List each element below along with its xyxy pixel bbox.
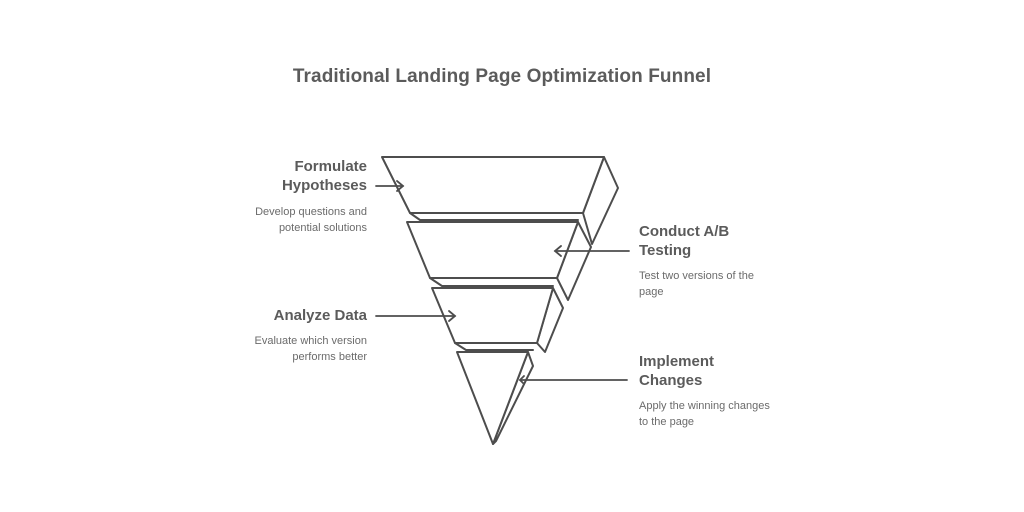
stage-description-line: Evaluate which version xyxy=(254,335,367,347)
stage-description-conduct-ab-testing: Test two versions of the page xyxy=(639,268,819,300)
funnel-tier-4 xyxy=(456,351,534,445)
stage-description-line: performs better xyxy=(292,351,367,363)
stage-label-line: Testing xyxy=(639,242,692,259)
stage-description-line: to the page xyxy=(639,416,695,428)
stage-label-line: Hypotheses xyxy=(281,177,367,194)
stage-description-line: Develop questions and xyxy=(255,206,367,218)
stage-description-analyze-data: Evaluate which version performs better xyxy=(200,333,367,365)
arrow-left-icon xyxy=(518,375,628,385)
stage-label-conduct-ab-testing: Conduct A/B Testing xyxy=(639,222,819,260)
stage-description-line: Apply the winning changes xyxy=(639,400,770,412)
funnel-tier-3 xyxy=(431,287,564,353)
arrow-right-icon xyxy=(375,180,405,192)
arrow-right-icon xyxy=(375,310,457,322)
arrow-left-icon xyxy=(553,245,630,257)
stage-description-line: potential solutions xyxy=(278,222,367,234)
diagram-title: Traditional Landing Page Optimization Fu… xyxy=(292,66,712,87)
stage-label-line: Implement xyxy=(639,353,715,370)
stage-description-formulate-hypotheses: Develop questions and potential solution… xyxy=(200,204,367,236)
funnel-tier-2 xyxy=(406,221,592,301)
stage-label-formulate-hypotheses: Formulate Hypotheses xyxy=(200,157,367,195)
stage-label-line: Analyze Data xyxy=(273,307,367,324)
stage-label-line: Formulate xyxy=(294,158,367,175)
stage-description-line: page xyxy=(639,286,664,298)
stage-label-line: Conduct A/B xyxy=(639,223,730,240)
stage-label-line: Changes xyxy=(639,372,703,389)
stage-description-implement-changes: Apply the winning changes to the page xyxy=(639,398,819,430)
stage-label-analyze-data: Analyze Data xyxy=(200,306,367,325)
stage-label-implement-changes: Implement Changes xyxy=(639,352,819,390)
funnel-tier-1 xyxy=(381,156,619,245)
stage-description-line: Test two versions of the xyxy=(639,270,754,282)
